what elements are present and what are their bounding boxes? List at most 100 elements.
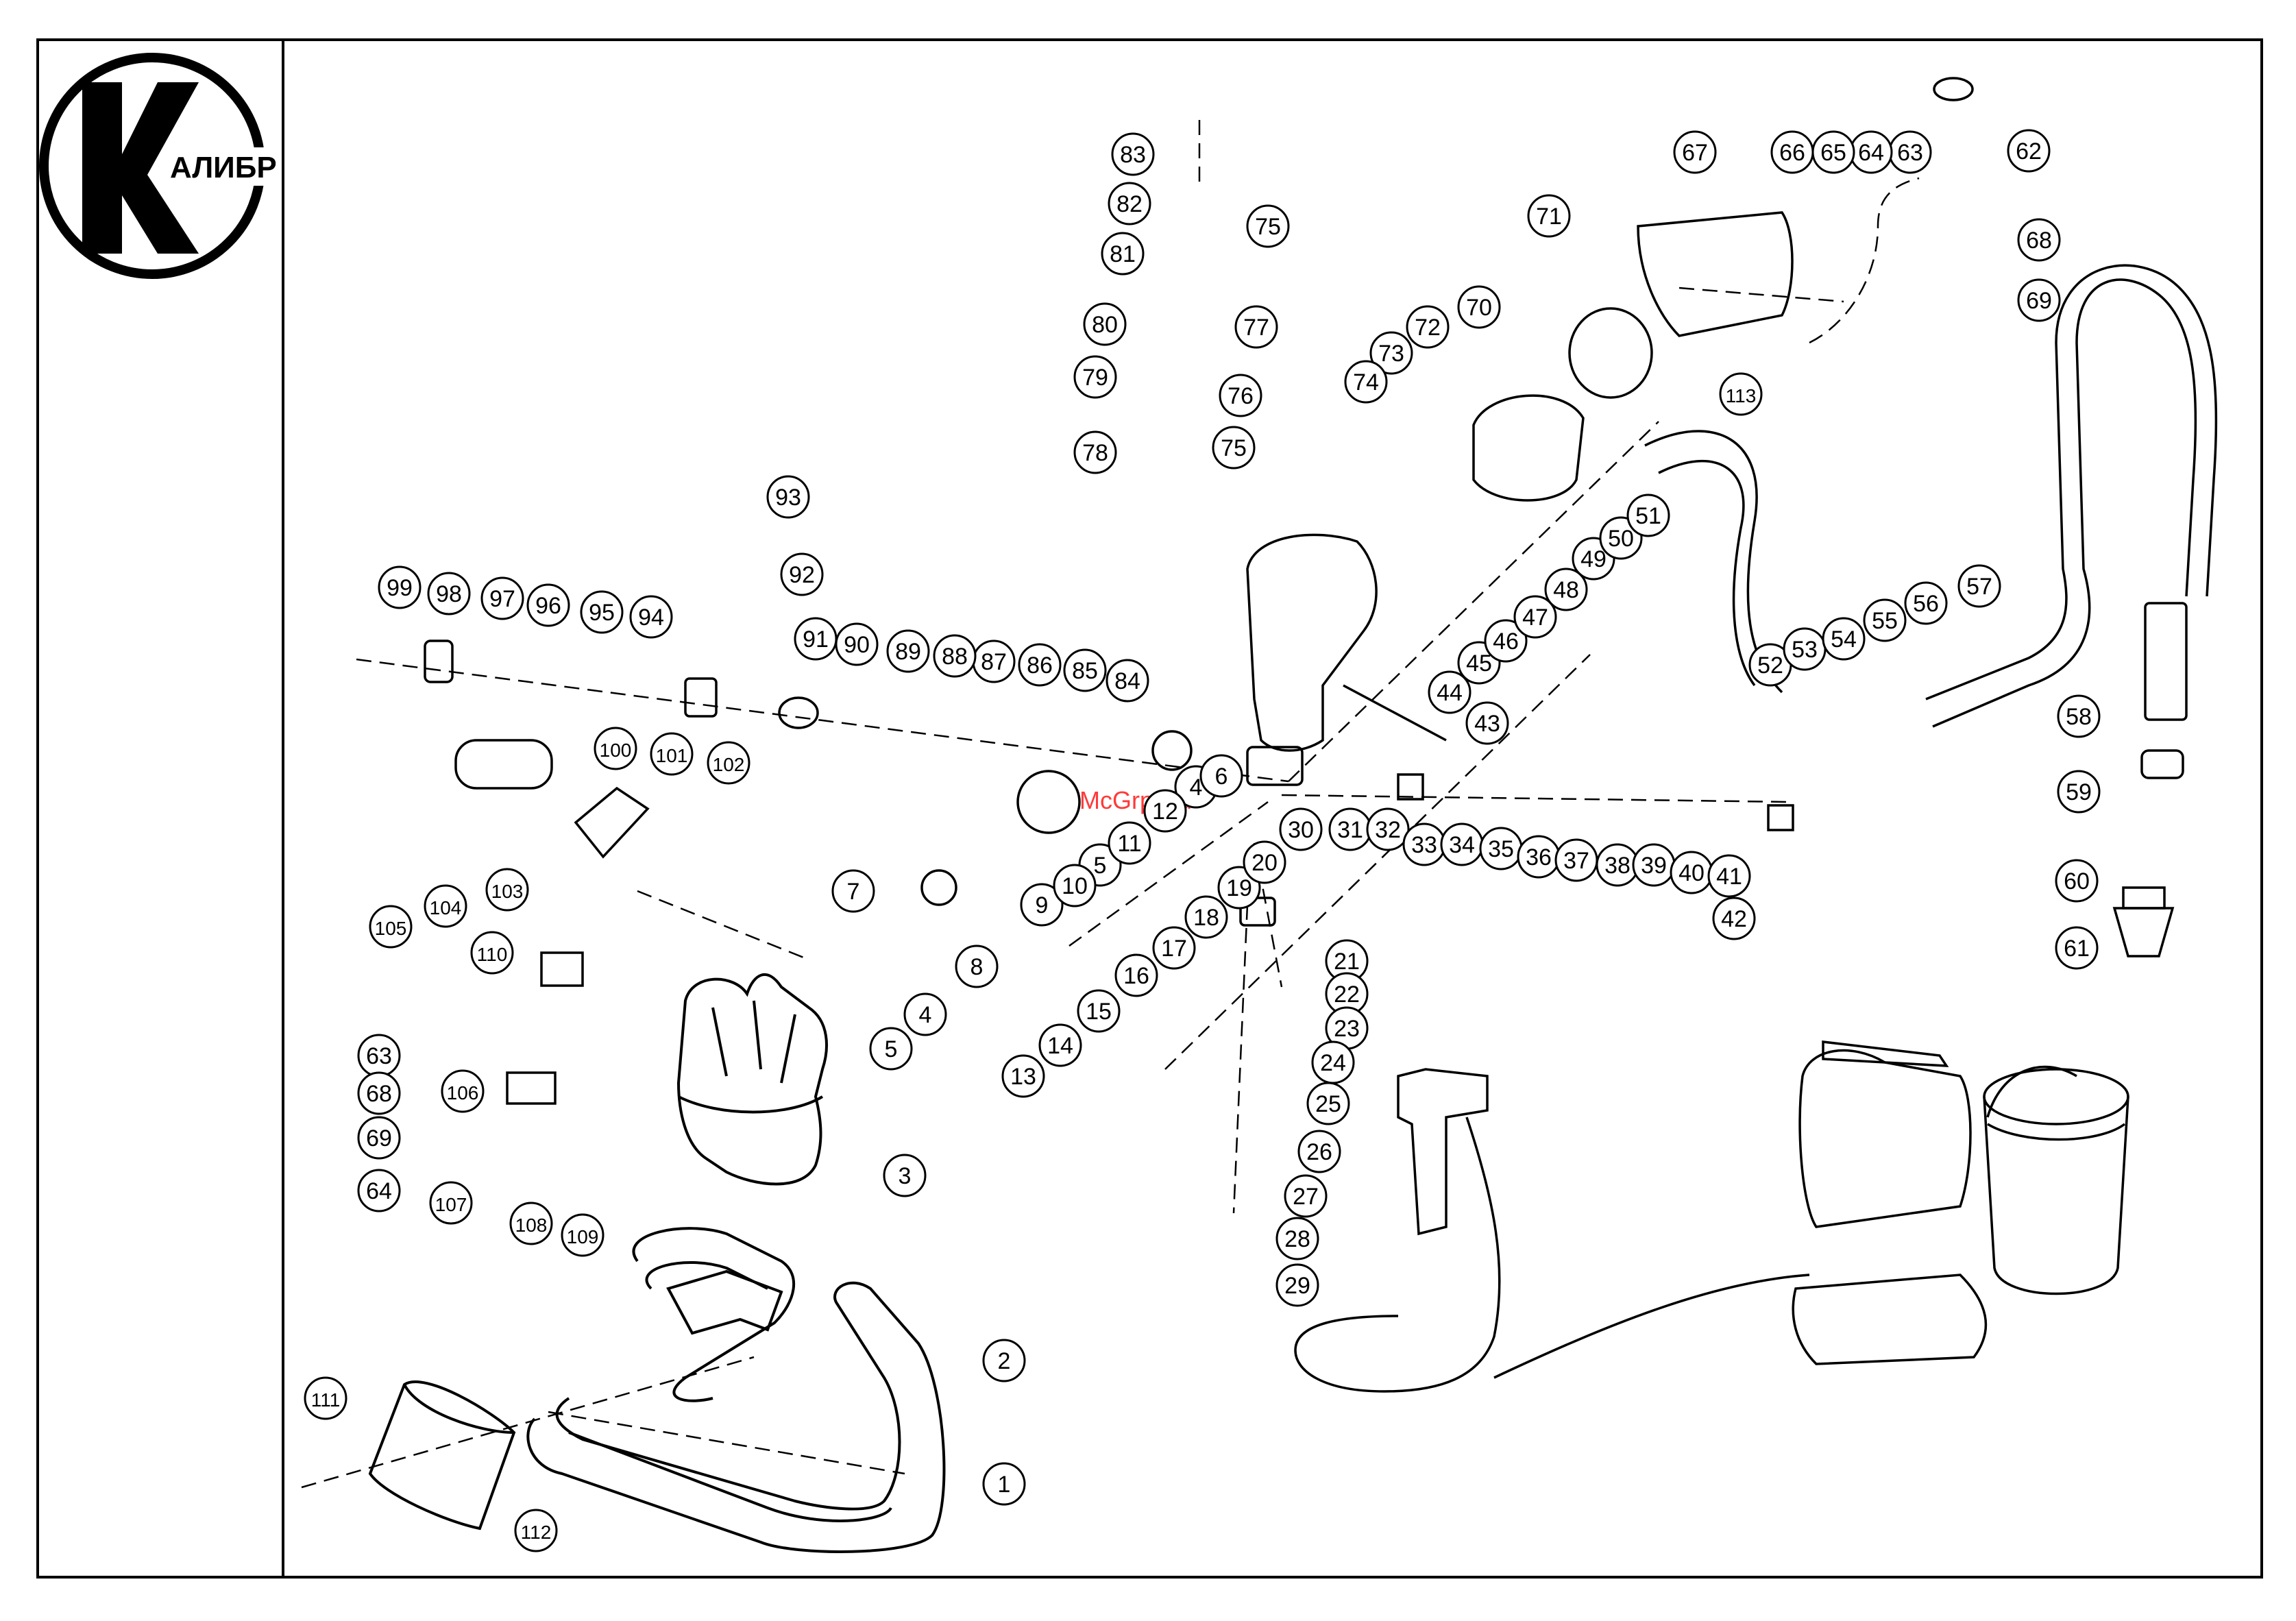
callout-circle bbox=[470, 931, 514, 975]
callout-number: 7 bbox=[847, 879, 860, 905]
callout-circle bbox=[780, 552, 824, 596]
callout-circle bbox=[1513, 595, 1557, 639]
callout-circle bbox=[869, 1027, 913, 1071]
callout-number: 106 bbox=[447, 1082, 479, 1104]
part-callout: 25 bbox=[1306, 1082, 1350, 1125]
callout-number: 73 bbox=[1378, 341, 1404, 367]
part-callout: 105 bbox=[369, 905, 413, 949]
part-callout: 6 bbox=[1199, 754, 1243, 798]
callout-number: 60 bbox=[2064, 868, 2090, 894]
callout-number: 3 bbox=[899, 1163, 912, 1189]
callout-number: 46 bbox=[1493, 629, 1519, 655]
part-callout: 13 bbox=[1001, 1054, 1045, 1098]
callout-circle bbox=[1101, 232, 1145, 276]
part-callout: 62 bbox=[2007, 129, 2051, 173]
part-callout: 107 bbox=[429, 1181, 473, 1225]
callout-circle bbox=[1297, 1130, 1341, 1173]
callout-circle bbox=[1106, 659, 1149, 703]
callout-number: 75 bbox=[1255, 214, 1281, 240]
part-callout: 112 bbox=[514, 1509, 558, 1552]
callout-number: 40 bbox=[1678, 860, 1705, 886]
part-callout: 102 bbox=[707, 741, 750, 785]
part-callout: 109 bbox=[561, 1213, 604, 1257]
callout-circle bbox=[1457, 285, 1501, 329]
part-callout: 42 bbox=[1712, 897, 1756, 940]
part-callout: 101 bbox=[650, 732, 694, 776]
callout-number: 14 bbox=[1047, 1033, 1073, 1059]
callout-number: 8 bbox=[970, 954, 984, 980]
callout-number: 42 bbox=[1721, 906, 1747, 932]
callout-number: 23 bbox=[1334, 1016, 1360, 1042]
part-callout: 48 bbox=[1544, 568, 1588, 611]
part-callout: 5 bbox=[869, 1027, 913, 1071]
part-callout: 37 bbox=[1554, 838, 1598, 882]
callout-circle bbox=[2055, 926, 2099, 970]
part-callout: 86 bbox=[1018, 643, 1062, 687]
callout-number: 62 bbox=[2016, 138, 2042, 164]
callout-circle bbox=[1279, 807, 1323, 851]
callout-number: 12 bbox=[1152, 799, 1178, 825]
callout-circle bbox=[2057, 770, 2101, 814]
callout-number: 90 bbox=[844, 632, 870, 658]
part-callout: 63 bbox=[1888, 130, 1932, 174]
part-callout: 54 bbox=[1822, 617, 1866, 661]
callout-circle bbox=[304, 1376, 347, 1420]
callout-number: 71 bbox=[1536, 204, 1562, 230]
callout-number: 87 bbox=[981, 649, 1007, 675]
callout-number: 67 bbox=[1682, 140, 1708, 166]
part-callout: 91 bbox=[794, 617, 838, 661]
callout-number: 91 bbox=[803, 626, 829, 653]
assembled-sprayer-and-bucket bbox=[1792, 1040, 2129, 1365]
callout-number: 32 bbox=[1375, 817, 1401, 843]
small-parts bbox=[424, 77, 2184, 1105]
callout-number: 29 bbox=[1284, 1273, 1310, 1299]
part-callout: 14 bbox=[1038, 1023, 1082, 1067]
callout-number: 79 bbox=[1082, 365, 1108, 391]
spray-gun-with-hose bbox=[1294, 1068, 1810, 1393]
part-callout: 75 bbox=[1212, 426, 1256, 470]
part-callout: 56 bbox=[1904, 581, 1948, 625]
callout-number: 24 bbox=[1320, 1050, 1346, 1076]
part-callout: 68 bbox=[357, 1071, 401, 1115]
callout-circle bbox=[1073, 355, 1117, 399]
part-callout: 85 bbox=[1063, 648, 1107, 692]
callout-circle bbox=[424, 884, 467, 928]
part-callout: 99 bbox=[378, 565, 422, 609]
part-callout: 90 bbox=[835, 622, 879, 666]
part-callout: 55 bbox=[1863, 598, 1907, 642]
part-callout: 88 bbox=[933, 634, 977, 678]
callout-circle bbox=[831, 869, 875, 913]
part-callout: 23 bbox=[1325, 1006, 1369, 1050]
part-callout: 38 bbox=[1596, 843, 1639, 887]
callout-number: 70 bbox=[1466, 295, 1492, 321]
callout-circle bbox=[357, 1169, 401, 1212]
callout-number: 50 bbox=[1608, 526, 1634, 552]
part-callout: 89 bbox=[886, 629, 930, 673]
part-callout: 39 bbox=[1632, 843, 1676, 887]
callout-number: 77 bbox=[1243, 315, 1269, 341]
callout-number: 97 bbox=[489, 586, 515, 612]
callout-number: 102 bbox=[713, 754, 745, 775]
callout-number: 108 bbox=[515, 1215, 548, 1236]
part-callout: 64 bbox=[1849, 130, 1893, 174]
callout-number: 5 bbox=[885, 1036, 898, 1062]
callout-circle bbox=[933, 634, 977, 678]
callout-circle bbox=[509, 1202, 553, 1245]
callout-number: 63 bbox=[1897, 140, 1923, 166]
part-callout: 16 bbox=[1114, 953, 1158, 997]
part-callout: 93 bbox=[766, 475, 810, 519]
callout-number: 5 bbox=[1094, 853, 1107, 879]
part-callout: 72 bbox=[1406, 305, 1450, 349]
callout-number: 112 bbox=[521, 1522, 552, 1543]
part-callout: 36 bbox=[1517, 835, 1561, 879]
callout-circle bbox=[982, 1462, 1026, 1506]
callout-number: 68 bbox=[2026, 228, 2052, 254]
part-callout: 76 bbox=[1219, 374, 1262, 417]
callout-number: 51 bbox=[1635, 503, 1661, 529]
callout-circle bbox=[1275, 1263, 1319, 1307]
callout-circle bbox=[2007, 129, 2051, 173]
part-callout: 27 bbox=[1284, 1174, 1328, 1218]
callout-circle bbox=[480, 576, 524, 620]
part-callout: 68 bbox=[2017, 218, 2061, 262]
part-callout: 67 bbox=[1673, 130, 1717, 174]
